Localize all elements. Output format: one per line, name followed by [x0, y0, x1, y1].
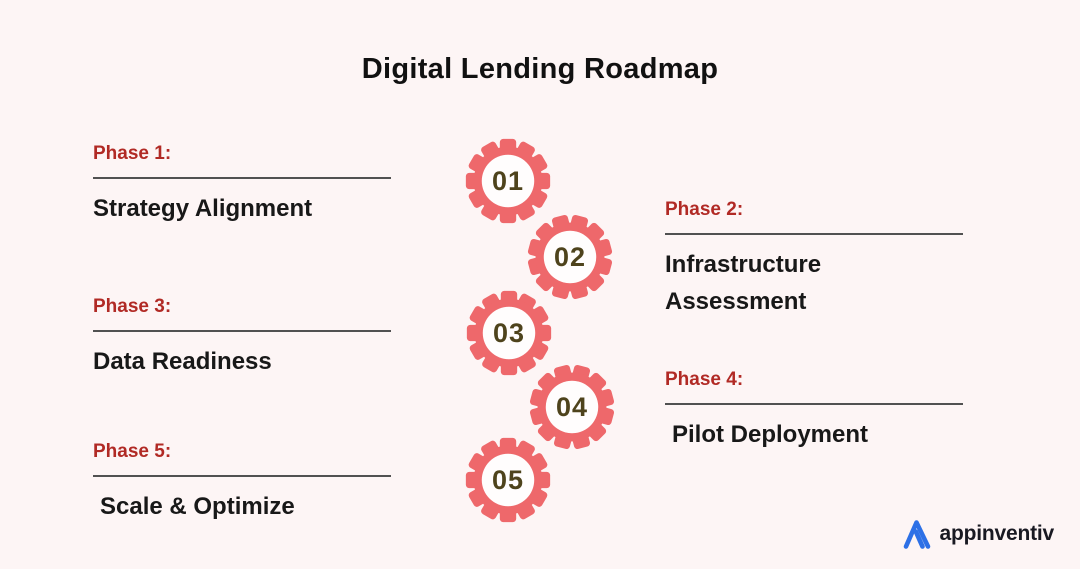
gear-3-number: 03 — [492, 317, 526, 348]
phase-1-divider — [93, 177, 391, 179]
gear-4-number: 04 — [555, 391, 589, 422]
brand-name: appinventiv — [939, 522, 1055, 545]
gear-step-3-icon: 03 — [466, 290, 552, 376]
phase-2-divider — [665, 233, 963, 235]
phase-3-title: Data Readiness — [93, 348, 272, 375]
phase-block-5: Phase 5: Scale & Optimize — [93, 441, 391, 525]
appinventiv-a-icon — [903, 520, 930, 549]
appinventiv-logo: appinventiv — [902, 518, 1055, 550]
gear-step-1-icon: 01 — [465, 138, 551, 224]
phase-4-divider — [665, 403, 963, 405]
phase-3-label: Phase 3: — [93, 296, 172, 317]
gear-step-4-icon: 04 — [529, 364, 615, 450]
phase-block-1: Phase 1: Strategy Alignment — [93, 143, 391, 227]
phase-4-title: Pilot Deployment — [672, 421, 869, 448]
phase-5-label: Phase 5: — [93, 441, 172, 462]
phase-1-label: Phase 1: — [93, 143, 172, 164]
phase-3-divider — [93, 330, 391, 332]
phase-block-4: Phase 4: Pilot Deployment — [665, 369, 963, 453]
phase-4-label: Phase 4: — [665, 369, 744, 390]
phase-2-title: Infrastructure Assessment — [665, 251, 822, 315]
phase-5-title: Scale & Optimize — [100, 493, 295, 520]
page-title: Digital Lending Roadmap — [361, 53, 719, 85]
gear-5-number: 05 — [491, 464, 525, 495]
gear-step-5-icon: 05 — [465, 437, 551, 523]
phase-1-title: Strategy Alignment — [93, 195, 313, 222]
gear-1-number: 01 — [491, 165, 525, 196]
gear-step-2-icon: 02 — [527, 214, 613, 300]
phase-5-divider — [93, 475, 391, 477]
phase-block-3: Phase 3: Data Readiness — [93, 296, 391, 380]
phase-block-2: Phase 2: Infrastructure Assessment — [665, 199, 963, 320]
gear-2-number: 02 — [553, 241, 587, 272]
phase-2-label: Phase 2: — [665, 199, 744, 220]
